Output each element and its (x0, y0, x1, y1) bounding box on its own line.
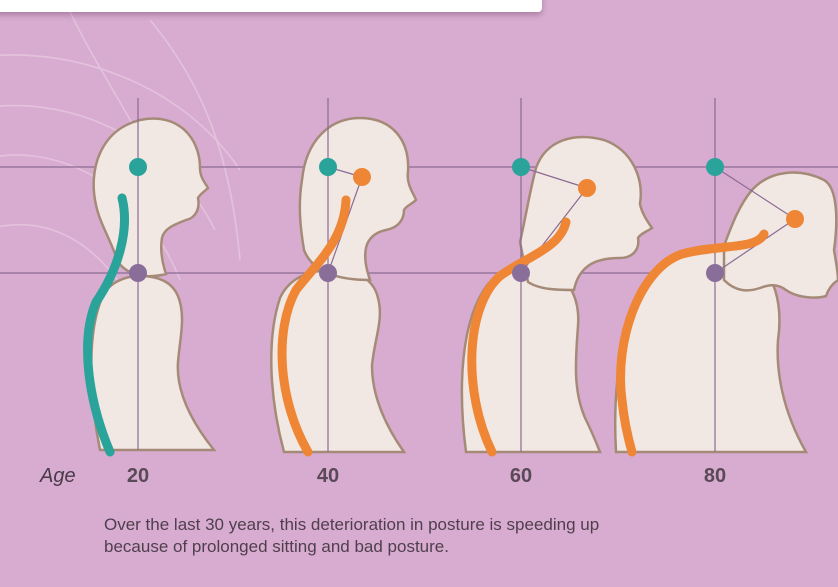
head-silhouette (94, 119, 208, 277)
neck-point (319, 264, 337, 282)
head-point-ideal (706, 158, 724, 176)
neck-point (129, 264, 147, 282)
figure-age-20 (88, 98, 214, 452)
head-silhouette (724, 173, 838, 298)
caption-line-2: because of prolonged sitting and bad pos… (104, 536, 804, 558)
age-value-40: 40 (298, 465, 358, 488)
head-point-actual (578, 179, 596, 197)
caption-line-1: Over the last 30 years, this deteriorati… (104, 514, 804, 536)
head-silhouette (520, 137, 652, 290)
head-point-ideal (512, 158, 530, 176)
header-card (0, 0, 542, 12)
figure-age-40 (271, 98, 416, 452)
neck-point (512, 264, 530, 282)
head-point-actual (353, 168, 371, 186)
age-value-20: 20 (108, 465, 168, 488)
head-point-actual (786, 210, 804, 228)
head-silhouette (300, 118, 416, 280)
age-value-60: 60 (491, 465, 551, 488)
head-point-ideal (319, 158, 337, 176)
neck-point (706, 264, 724, 282)
age-value-80: 80 (685, 465, 745, 488)
figure-age-80 (615, 98, 838, 452)
body-silhouette (91, 276, 214, 450)
caption: Over the last 30 years, this deteriorati… (104, 514, 804, 558)
age-label: Age (40, 465, 76, 488)
head-point-ideal (129, 158, 147, 176)
